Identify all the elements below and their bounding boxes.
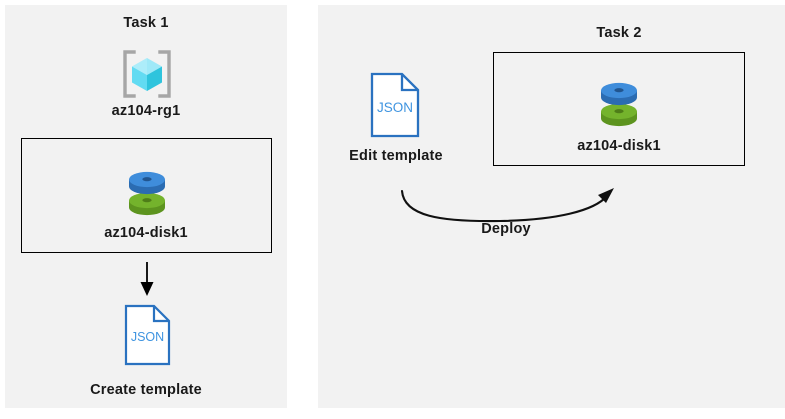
disk-icon xyxy=(124,167,170,219)
resource-group-label: az104-rg1 xyxy=(111,103,181,119)
disk-icon xyxy=(596,78,642,130)
svg-text:JSON: JSON xyxy=(131,330,164,344)
resource-group-icon xyxy=(121,49,173,99)
json-file-icon: JSON xyxy=(370,72,420,138)
panel-task-1-title: Task 1 xyxy=(123,15,169,31)
disk-label-task-1: az104-disk1 xyxy=(104,225,188,241)
create-template-label: Create template xyxy=(90,382,202,398)
task-2-resource-frame xyxy=(493,52,745,166)
disk-label-task-2: az104-disk1 xyxy=(577,138,661,154)
svg-text:JSON: JSON xyxy=(377,100,413,115)
deploy-connector-label: Deploy xyxy=(481,221,531,237)
task-1-resource-frame xyxy=(21,138,272,253)
json-file-icon: JSON xyxy=(124,304,171,366)
edit-template-label: Edit template xyxy=(349,148,443,164)
panel-task-2-title: Task 2 xyxy=(596,25,642,41)
